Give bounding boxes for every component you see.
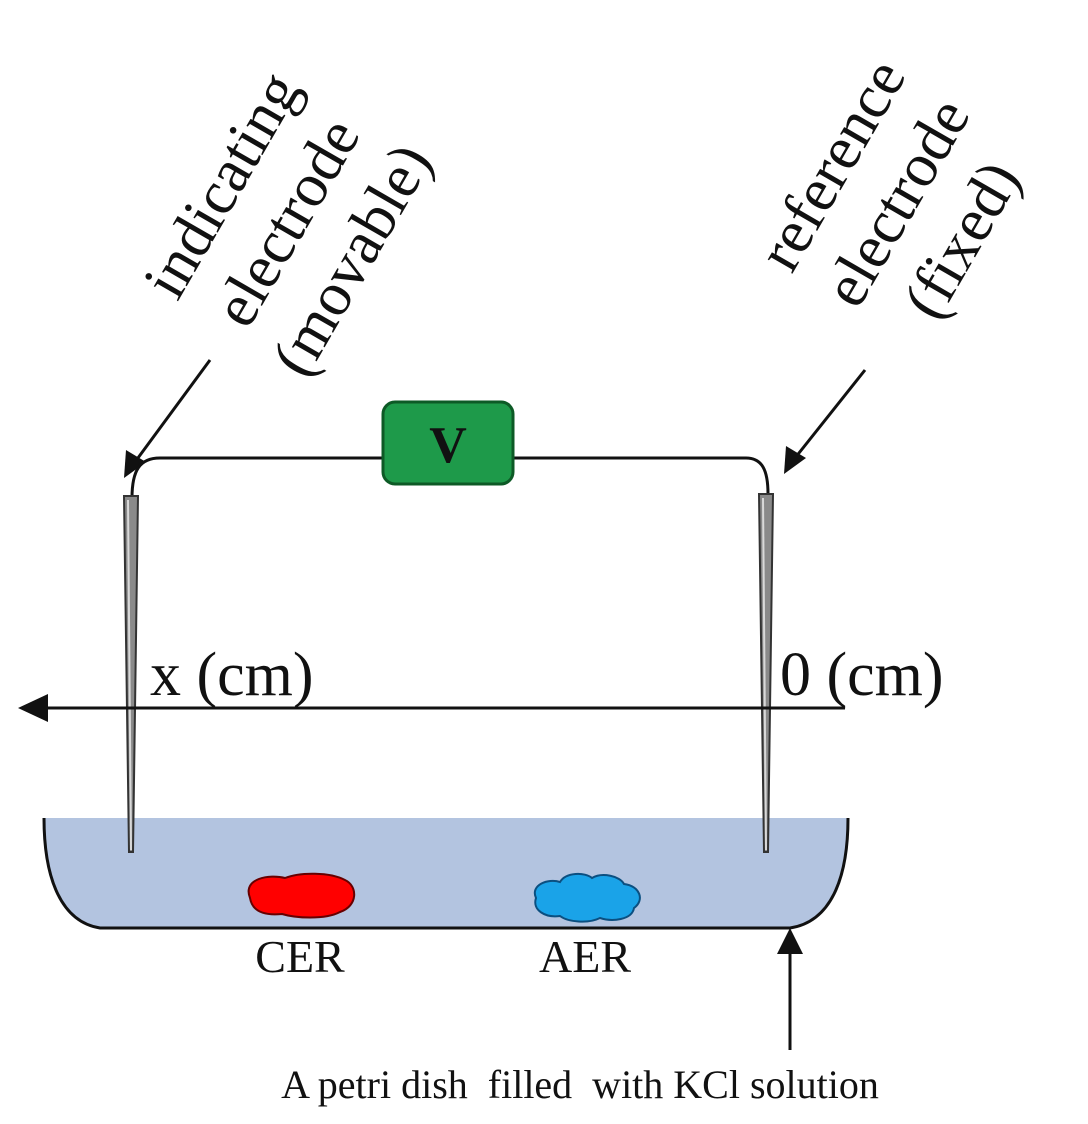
aer-label: AER (539, 931, 631, 982)
reference-pointer-arrow (784, 369, 867, 474)
axis-zero-label: 0 (cm) (780, 641, 944, 709)
voltmeter: V (381, 400, 515, 486)
caption-arrow (777, 928, 803, 1050)
dish-caption: A petri dish filled with KCl solution (281, 1062, 879, 1107)
reference-electrode (757, 493, 775, 853)
axis-x-label: x (cm) (150, 641, 314, 709)
petri-dish-outline (42, 817, 850, 930)
kcl-solution (44, 818, 848, 928)
voltmeter-label: V (429, 417, 467, 474)
indicating-electrode (122, 495, 140, 853)
indicating-electrode-label: indicating electrode (movable) (131, 61, 445, 388)
aer-sample: AER (533, 872, 641, 982)
petri-dish (42, 817, 850, 930)
aer-blob (533, 872, 641, 923)
indicating-pointer-arrow (124, 359, 212, 478)
reference-electrode-label: reference electrode (fixed) (745, 48, 1034, 330)
position-axis: x (cm) 0 (cm) (18, 641, 944, 722)
cer-label: CER (255, 931, 345, 982)
axis-arrowhead (18, 694, 48, 722)
circuit-wire (130, 456, 770, 499)
voltmeter-box (381, 400, 515, 486)
cer-blob (247, 872, 356, 919)
cer-sample: CER (247, 872, 356, 982)
